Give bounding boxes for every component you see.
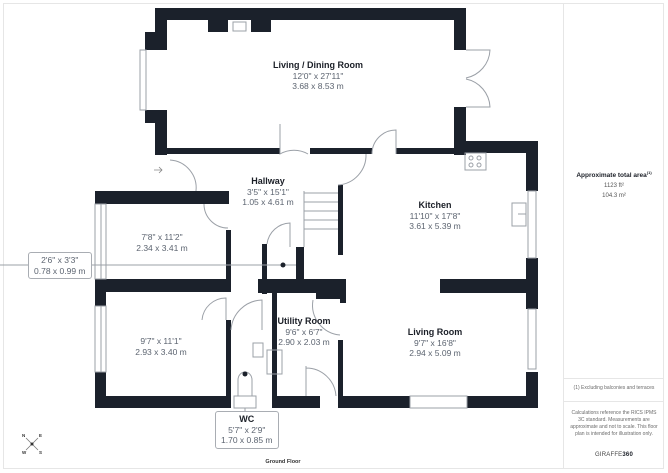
room-label-utility: Utility Room 9'6" x 6'7" 2.90 x 2.03 m — [277, 316, 331, 347]
entrance-arrow-icon — [154, 166, 163, 174]
compass-icon: N E W S — [22, 433, 43, 455]
room-label-bedroom-2: 9'7" x 11'1" 2.93 x 3.40 m — [135, 336, 187, 357]
sidebar-separator — [564, 401, 664, 402]
room-label-living-dining: Living / Dining Room 12'0" x 27'11" 3.68… — [273, 60, 363, 91]
walls — [95, 8, 538, 408]
disclaimer: Calculations reference the RICS IPMS 3C … — [570, 410, 658, 437]
page-frame — [3, 3, 664, 469]
room-tag-closet: 2'6" x 3'3" 0.78 x 0.99 m — [28, 252, 92, 279]
room-label-kitchen: Kitchen 11'10" x 17'8" 3.61 x 5.39 m — [409, 200, 461, 231]
room-label-hallway: Hallway 3'5" x 15'1" 1.05 x 4.61 m — [242, 176, 294, 207]
footnote: (1) Excluding balconies and terraces — [573, 385, 655, 391]
total-area: Approximate total area(1) 1123 ft² 104.3… — [576, 170, 652, 200]
sidebar-divider — [563, 3, 564, 469]
brand-logo: GIRAFFE360 — [594, 452, 634, 458]
room-label-living-room: Living Room 9'7" x 16'8" 2.94 x 5.09 m — [407, 327, 463, 358]
floor-label: Ground Floor — [265, 459, 301, 465]
room-label-bedroom-1: 7'8" x 11'2" 2.34 x 3.41 m — [136, 232, 188, 253]
sidebar-separator — [564, 378, 664, 379]
room-tag-wc: WC 5'7" x 2'9" 1.70 x 0.85 m — [215, 411, 279, 449]
